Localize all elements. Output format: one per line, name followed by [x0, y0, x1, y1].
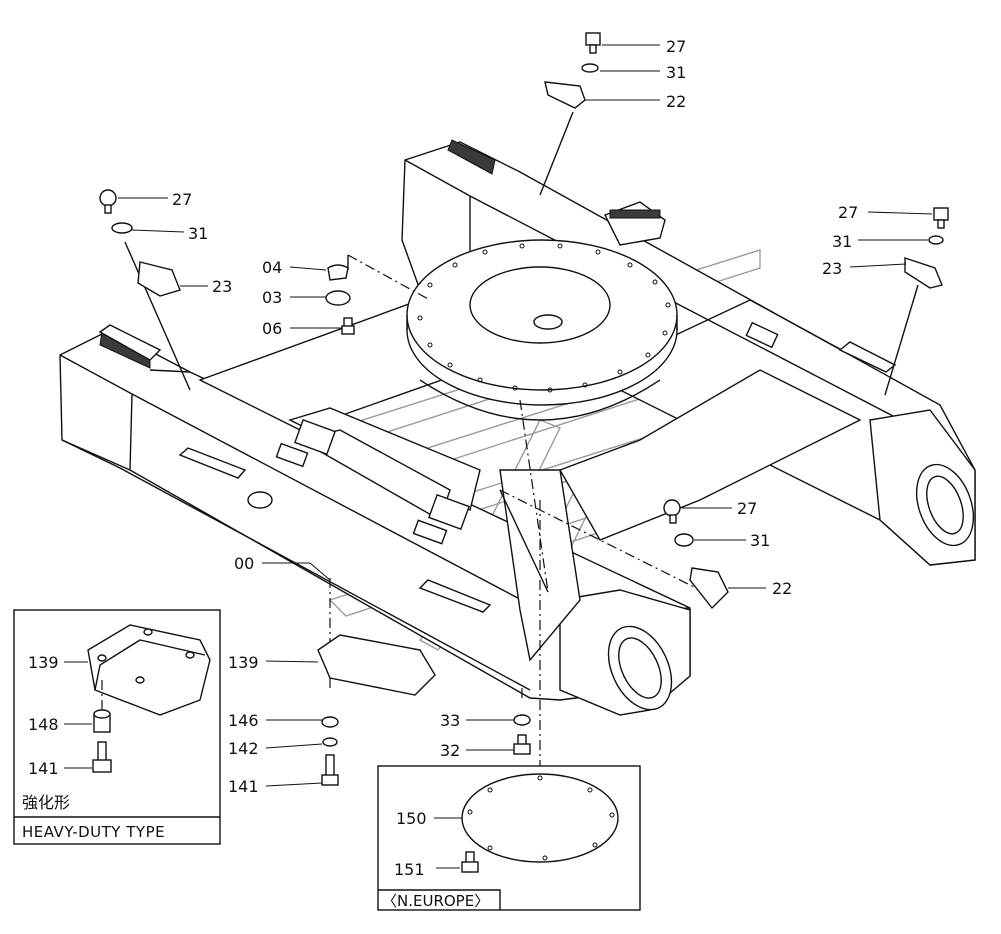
bolt-151	[461, 851, 479, 873]
callout-141-heavy: 141	[28, 759, 59, 778]
callout-labels: 27 31 22 27 31 23 04 03 06 27 31 23 27 3…	[172, 37, 858, 796]
callout-139-main: 139	[228, 653, 259, 672]
washer-31-left	[111, 222, 133, 234]
callout-00: 00	[234, 554, 254, 573]
north-europe-inset: 150 151 〈N.EUROPE〉	[377, 765, 641, 911]
guide-23-right	[904, 257, 943, 289]
cover-150	[461, 773, 619, 863]
callout-148: 148	[28, 715, 59, 734]
spacer-148	[93, 709, 111, 733]
callout-27-right: 27	[838, 203, 858, 222]
washer-31-mid	[674, 533, 694, 547]
small-parts	[99, 32, 949, 786]
washer-31-top	[581, 63, 599, 73]
bolt-27-top	[585, 32, 601, 54]
bracket-139-heavy	[87, 624, 211, 716]
north-europe-title: 〈N.EUROPE〉	[382, 892, 489, 910]
callout-31-right: 31	[832, 232, 852, 251]
callout-146: 146	[228, 711, 259, 730]
callout-151: 151	[394, 860, 425, 879]
frame-body	[59, 139, 976, 716]
callout-06: 06	[262, 319, 282, 338]
ring-bolt-holes	[417, 243, 671, 393]
callout-139-heavy: 139	[28, 653, 59, 672]
callout-03: 03	[262, 288, 282, 307]
guide-22-mid	[689, 567, 729, 610]
cover-03	[325, 290, 351, 306]
callout-32: 32	[440, 741, 460, 760]
callout-141-main: 141	[228, 777, 259, 796]
shim-146	[321, 716, 339, 728]
washer-142	[322, 737, 338, 747]
guide-22-top	[544, 81, 586, 109]
bolt-06	[341, 317, 355, 335]
washer-33	[513, 714, 531, 726]
callout-22-top: 22	[666, 92, 686, 111]
leader-lines	[118, 44, 933, 787]
inset-title: HEAVY-DUTY TYPE	[22, 823, 165, 841]
callout-23-right: 23	[822, 259, 842, 278]
bolt-27-left	[99, 189, 117, 214]
callout-150: 150	[396, 809, 427, 828]
callout-31-top: 31	[666, 63, 686, 82]
callout-27-left: 27	[172, 190, 192, 209]
washer-31-right	[928, 235, 944, 245]
callout-142: 142	[228, 739, 259, 758]
bolt-141-main	[321, 754, 339, 786]
guide-23-left	[137, 261, 181, 297]
callout-22-mid: 22	[772, 579, 792, 598]
inset-japanese-label: 強化形	[22, 793, 70, 812]
callout-31-mid: 31	[750, 531, 770, 550]
bolt-141-heavy	[92, 741, 112, 773]
bolt-27-mid	[663, 499, 681, 524]
assembly-guides	[124, 111, 919, 770]
bolt-27-right	[933, 207, 949, 229]
bracket-139-main	[317, 634, 436, 696]
callout-31-left: 31	[188, 224, 208, 243]
bolt-32	[513, 734, 531, 755]
plate-04	[327, 264, 349, 281]
callout-27-mid: 27	[737, 499, 757, 518]
callout-23-left: 23	[212, 277, 232, 296]
heavy-duty-inset: 139 148 141 強化形 HEAVY-DUTY TYPE	[13, 609, 221, 845]
callout-33: 33	[440, 711, 460, 730]
callout-27-top: 27	[666, 37, 686, 56]
callout-04: 04	[262, 258, 282, 277]
